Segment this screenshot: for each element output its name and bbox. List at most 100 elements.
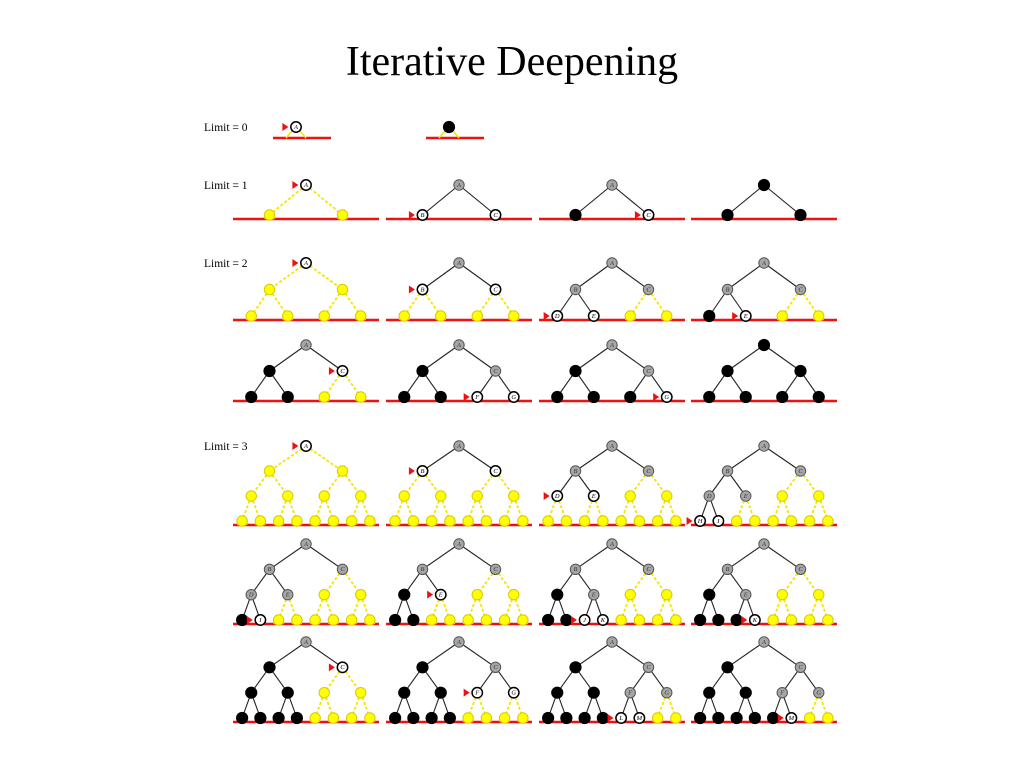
- node-label: A: [456, 443, 461, 450]
- expanded-node: [560, 613, 573, 627]
- expanded-node: [721, 208, 734, 222]
- expanded-node: [263, 661, 276, 674]
- node-label: A: [293, 124, 298, 131]
- unexplored-node: [263, 209, 276, 221]
- expanded-node: [434, 390, 447, 404]
- fringe-node: [739, 310, 752, 322]
- current-node-pointer-icon: [292, 181, 299, 189]
- unexplored-node: [327, 515, 340, 527]
- node-label: D: [554, 313, 560, 320]
- generated-node: [758, 636, 770, 648]
- unexplored-node: [435, 310, 447, 322]
- unexplored-node: [263, 283, 276, 296]
- node-label: A: [303, 260, 308, 267]
- node-label: C: [798, 664, 803, 671]
- unexplored-node: [498, 515, 511, 527]
- fringe-node: [712, 515, 725, 527]
- node-label: B: [421, 468, 425, 475]
- unexplored-node: [291, 614, 303, 626]
- explored-edge: [727, 641, 765, 668]
- expanded-node: [776, 390, 789, 404]
- unexplored-node: [318, 588, 330, 601]
- expanded-node: [407, 613, 420, 627]
- node-label: F: [474, 689, 480, 696]
- search-step-panel: AC: [233, 339, 379, 404]
- node-label: E: [743, 493, 748, 500]
- unexplored-node: [498, 712, 511, 724]
- node-label: E: [743, 313, 748, 320]
- current-node-pointer-icon: [292, 442, 299, 450]
- unexplored-node: [517, 614, 529, 626]
- unexplored-node: [364, 515, 376, 527]
- generated-node: [489, 563, 502, 576]
- explored-edge: [611, 262, 649, 290]
- expanded-node: [739, 686, 752, 699]
- explored-edge: [611, 543, 649, 570]
- search-step-panel: AC: [233, 636, 379, 725]
- expanded-node: [245, 686, 258, 699]
- node-label: C: [493, 566, 498, 573]
- expanded-node: [596, 711, 609, 725]
- unexplored-node: [661, 588, 673, 601]
- node-label: C: [340, 664, 345, 671]
- node-label: C: [493, 286, 498, 293]
- unexplored-node: [813, 588, 825, 601]
- expanded-node: [442, 120, 456, 134]
- unexplored-node: [327, 712, 340, 724]
- unexplored-edge: [305, 445, 344, 472]
- fringe-node: [587, 310, 600, 322]
- fringe-node: [489, 209, 502, 221]
- fringe-node: [416, 209, 429, 221]
- unexplored-node: [272, 614, 285, 626]
- unexplored-node: [336, 283, 349, 296]
- explored-edge: [763, 445, 801, 472]
- generated-node: [661, 686, 673, 699]
- node-label: A: [609, 639, 614, 646]
- limit-label: Limit = 3: [204, 441, 248, 453]
- unexplored-node: [425, 515, 438, 527]
- node-label: C: [798, 468, 803, 475]
- node-label: D: [554, 493, 560, 500]
- expanded-node: [542, 613, 555, 627]
- fringe-node: [300, 179, 312, 191]
- current-node-pointer-icon: [634, 211, 641, 219]
- explored-edge: [422, 641, 460, 668]
- expanded-node: [757, 338, 771, 352]
- generated-node: [282, 588, 294, 601]
- generated-node: [758, 440, 770, 452]
- limit-label: Limit = 2: [204, 258, 248, 270]
- unexplored-node: [776, 310, 788, 322]
- unexplored-node: [435, 490, 447, 502]
- node-label: L: [618, 715, 623, 722]
- unexplored-node: [318, 391, 330, 403]
- unexplored-node: [309, 712, 321, 724]
- unexplored-node: [651, 614, 664, 626]
- generated-node: [569, 465, 582, 477]
- node-label: A: [761, 541, 766, 548]
- unexplored-node: [336, 465, 349, 477]
- unexplored-node: [508, 310, 520, 322]
- explored-edge: [727, 445, 765, 472]
- expanded-node: [730, 613, 743, 627]
- node-label: F: [474, 394, 480, 401]
- unexplored-node: [785, 515, 798, 527]
- explored-edge: [727, 262, 765, 290]
- unexplored-node: [670, 614, 682, 626]
- explored-edge: [458, 445, 496, 472]
- unexplored-node: [282, 310, 294, 322]
- generated-node: [721, 563, 734, 576]
- expanded-node: [721, 661, 734, 674]
- expanded-node: [398, 686, 411, 699]
- explored-edge: [763, 543, 801, 570]
- generated-node: [453, 179, 465, 191]
- expanded-node: [794, 208, 807, 222]
- fringe-node: [694, 515, 707, 527]
- unexplored-node: [803, 712, 816, 724]
- fringe-node: [416, 465, 429, 477]
- unexplored-node: [822, 614, 834, 626]
- node-label: C: [798, 566, 803, 573]
- expanded-node: [443, 711, 456, 725]
- fringe-node: [300, 257, 312, 269]
- current-node-pointer-icon: [282, 123, 289, 131]
- expanded-node: [560, 711, 573, 725]
